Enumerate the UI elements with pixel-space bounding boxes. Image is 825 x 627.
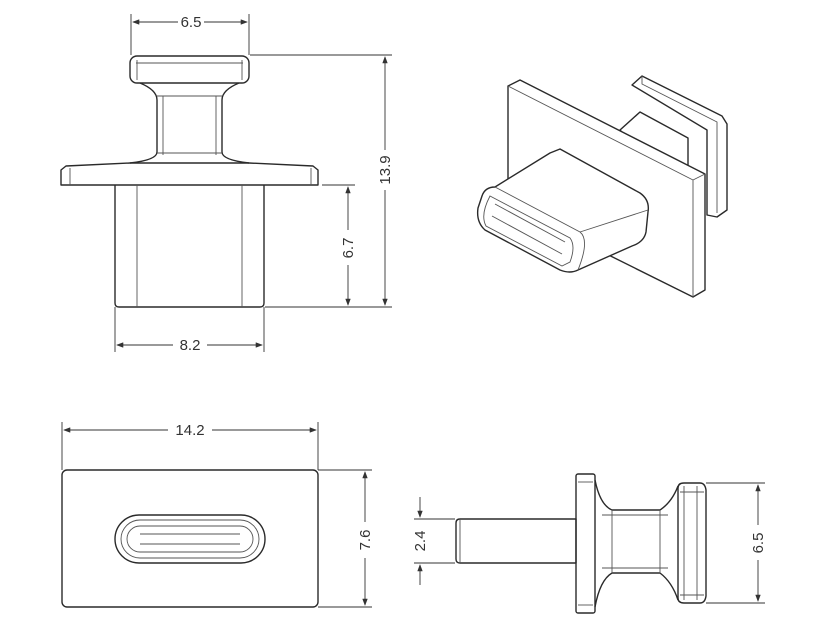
- dim-flange-width: 14.2: [175, 422, 204, 439]
- top-view-dimensions: 14.2 7.6: [61, 422, 374, 608]
- side-view: [455, 473, 707, 614]
- isometric-view: [476, 75, 728, 298]
- dim-body-width: 8.2: [180, 337, 201, 354]
- front-view-dimensions: 6.5 13.9 6.7 8.2: [114, 14, 394, 354]
- dim-pin-thickness: 2.4: [412, 531, 429, 552]
- dim-total-height: 13.9: [377, 155, 394, 184]
- dim-flange-height: 7.6: [357, 530, 374, 551]
- dim-body-height: 6.7: [340, 238, 357, 259]
- front-view: [60, 55, 319, 308]
- dim-knob-width: 6.5: [181, 14, 202, 31]
- top-view: [61, 469, 319, 608]
- dim-side-knob-height: 6.5: [750, 533, 767, 554]
- side-view-dimensions: 2.4 6.5: [412, 482, 767, 604]
